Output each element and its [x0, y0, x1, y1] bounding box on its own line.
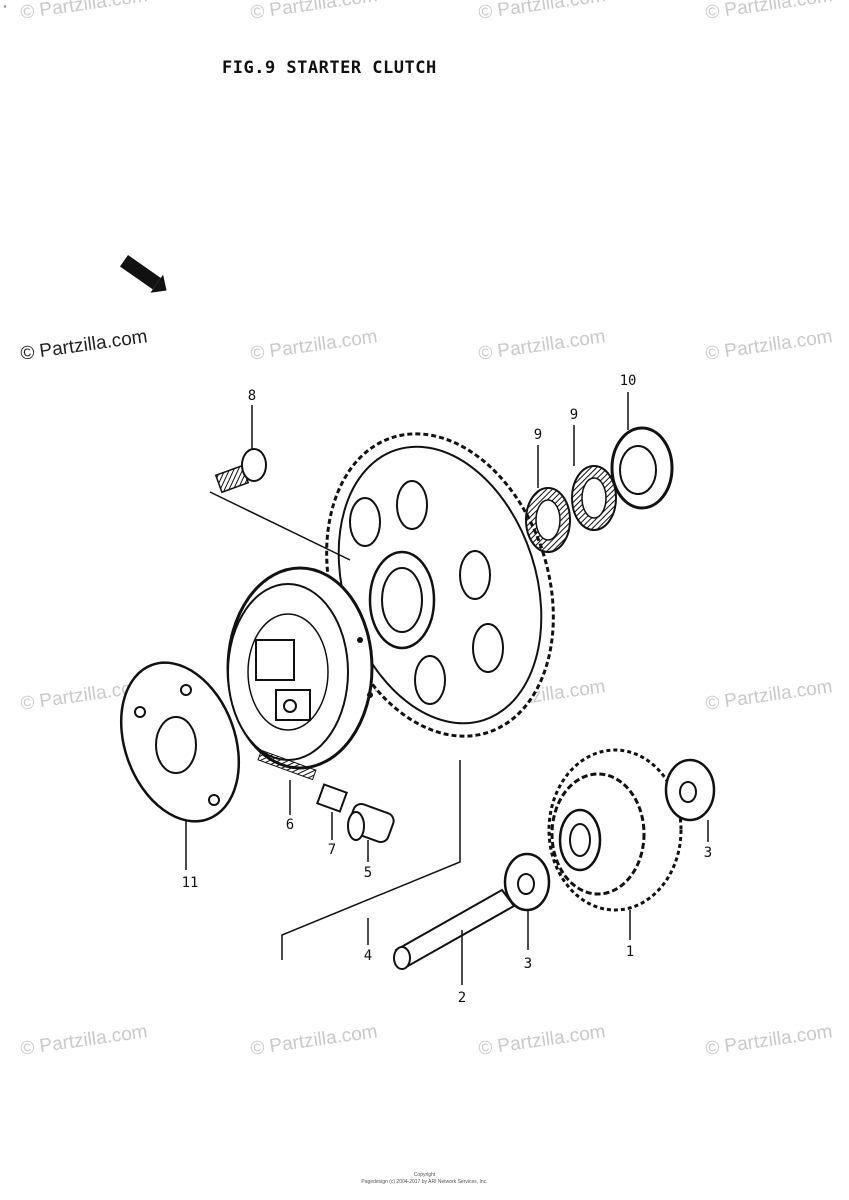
- callout-6: 6: [285, 817, 295, 833]
- idle-gear-shaft: [393, 888, 516, 970]
- figure-title: FIG.9 STARTER CLUTCH: [222, 58, 437, 78]
- callout-11: 11: [181, 875, 199, 891]
- needle-bearing: [571, 465, 617, 531]
- starter-clutch-plate: [119, 661, 241, 823]
- callout-1: 1: [625, 944, 635, 960]
- callout-5: 5: [363, 865, 373, 881]
- callout-10: 10: [619, 373, 637, 389]
- starter-clutch-body: [226, 566, 374, 770]
- thrust-washer: [610, 426, 674, 510]
- footer-copyright: Copyright: [413, 1172, 436, 1178]
- callout-9: 9: [569, 407, 579, 423]
- footer-pagedesign: Pagedesign (c) 2004-2017 by ARI Network …: [361, 1179, 488, 1185]
- callout-2: 2: [457, 990, 467, 1006]
- roller: [347, 802, 395, 844]
- callout-7: 7: [327, 842, 337, 858]
- bolt: [214, 448, 267, 494]
- callout-8: 8: [247, 388, 257, 404]
- assembly-leader-lines: [185, 392, 709, 985]
- callout-3: 3: [703, 845, 713, 861]
- spring: [257, 749, 317, 781]
- corner-mark: ': [2, 4, 9, 15]
- washer: [664, 758, 716, 822]
- front-arrow-icon: [119, 255, 167, 293]
- callout-4: 4: [363, 948, 373, 964]
- washer: [503, 852, 551, 912]
- callout-9: 9: [533, 427, 543, 443]
- needle-bearing: [525, 487, 571, 553]
- roller-cap: [316, 783, 348, 813]
- starter-idle-gear: [547, 748, 683, 912]
- callout-3: 3: [523, 956, 533, 972]
